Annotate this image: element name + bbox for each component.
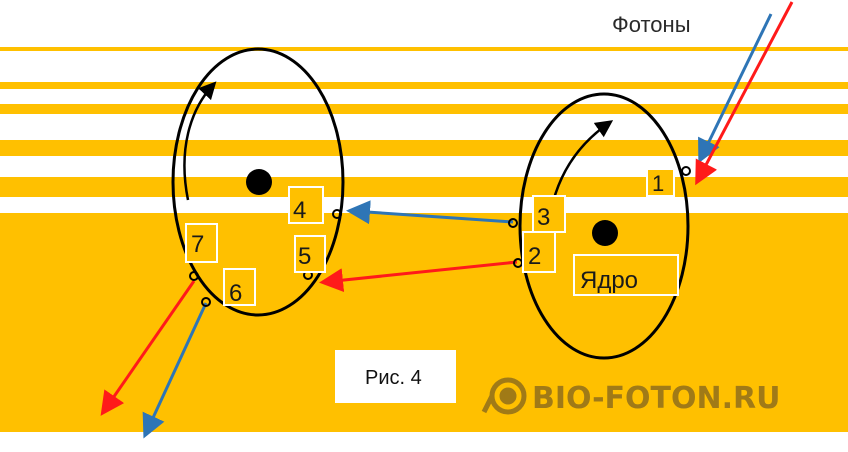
band-5	[0, 177, 848, 197]
figure-caption-box	[335, 350, 456, 403]
right-atom	[518, 92, 690, 360]
incoming-red-photon	[695, 1, 794, 186]
red-transfer-arrow	[319, 260, 518, 293]
label-3: 3	[537, 204, 550, 231]
label-2: 2	[528, 243, 541, 270]
electron-point-1	[681, 166, 691, 176]
left-rotation-arrow	[183, 81, 217, 201]
incoming-blue-photon	[698, 13, 773, 164]
label-1: 1	[652, 171, 664, 196]
brand-logo-icon	[481, 377, 527, 415]
blue-transfer-arrow	[346, 200, 514, 225]
right-nucleus	[592, 220, 618, 246]
number-labels: 1 2 3 4 5 6 7	[185, 168, 675, 307]
right-orbit	[518, 92, 690, 360]
left-orbit	[171, 47, 345, 317]
electron-point-6	[201, 297, 211, 307]
left-nucleus	[246, 169, 272, 195]
left-atom	[171, 47, 345, 317]
nucleus-label: Ядро	[580, 267, 638, 294]
band-3	[0, 104, 848, 114]
band-2	[0, 82, 848, 89]
outgoing-blue-photon	[142, 302, 208, 439]
label-6: 6	[229, 280, 242, 307]
label-5: 5	[298, 243, 311, 270]
label-7: 7	[191, 231, 204, 258]
brand-logo: BIO-FOTON.RU	[481, 377, 780, 416]
brand-text: BIO-FOTON.RU	[532, 381, 780, 416]
electron-point-3	[508, 218, 518, 228]
electron-point-7	[189, 271, 199, 281]
band-1	[0, 47, 848, 51]
outgoing-red-photon	[100, 280, 196, 416]
figure-caption: Рис. 4	[365, 367, 422, 389]
electron-point-4	[332, 209, 342, 219]
photons-label: Фотоны	[612, 12, 691, 37]
band-4	[0, 140, 848, 156]
label-4: 4	[293, 197, 306, 224]
